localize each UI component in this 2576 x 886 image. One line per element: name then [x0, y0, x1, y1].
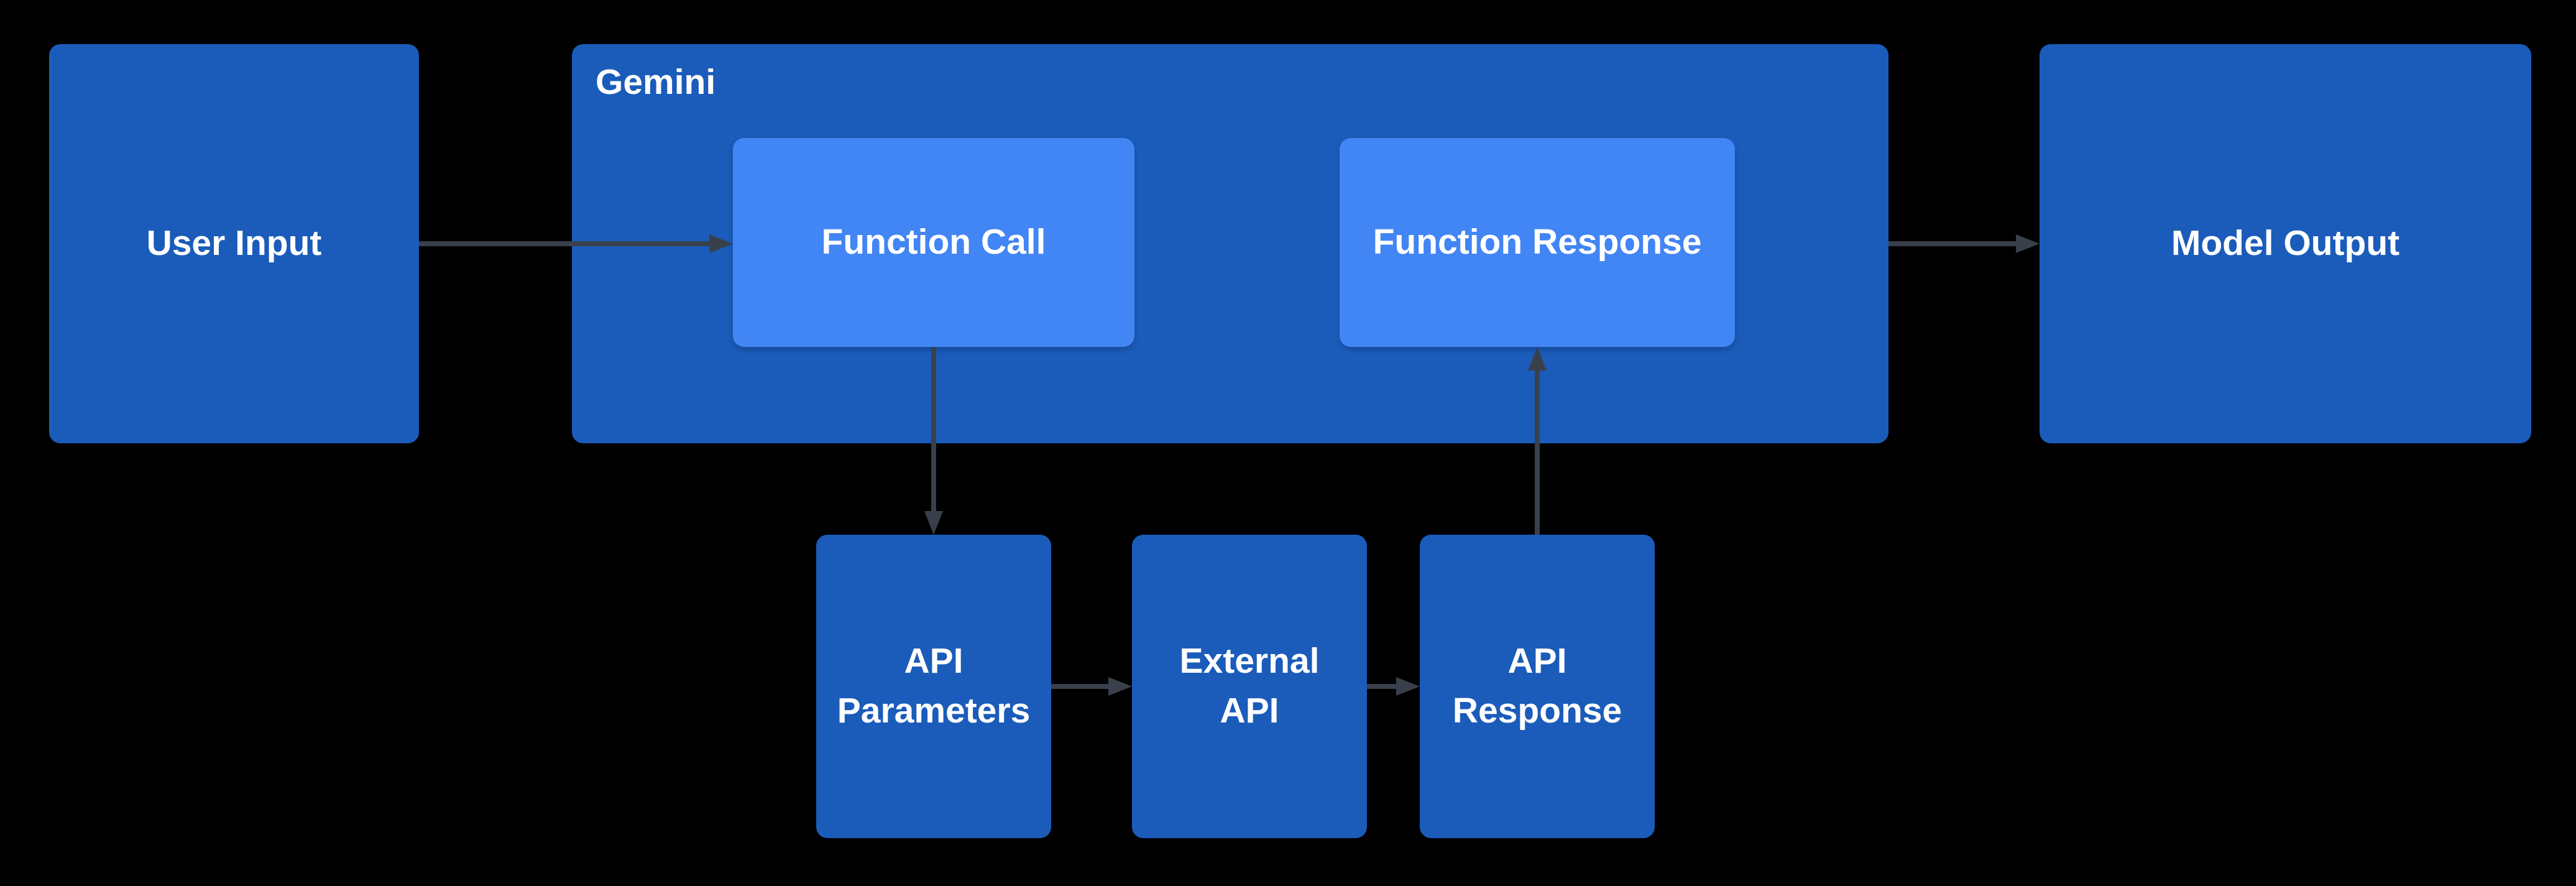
- node-model-output-label: Model Output: [2171, 223, 2400, 264]
- node-function-response-label: Function Response: [1373, 222, 1702, 262]
- node-model-output: Model Output: [2040, 44, 2531, 443]
- node-function-response: Function Response: [1340, 138, 1735, 347]
- node-api-parameters-label: API Parameters: [837, 641, 1031, 731]
- node-function-call: Function Call: [733, 138, 1134, 347]
- node-user-input: User Input: [49, 44, 419, 443]
- node-function-call-label: Function Call: [821, 222, 1046, 262]
- node-external-api: External API: [1132, 535, 1367, 838]
- node-user-input-label: User Input: [146, 223, 322, 264]
- arrow-gemini-to-model-output: [1888, 234, 2040, 253]
- arrow-api-parameters-to-external-api: [1051, 677, 1132, 696]
- node-api-parameters: API Parameters: [816, 535, 1051, 838]
- node-api-response: API Response: [1420, 535, 1655, 838]
- node-external-api-label: External API: [1179, 641, 1320, 731]
- node-api-response-label: API Response: [1452, 641, 1622, 731]
- arrow-external-api-to-api-response: [1367, 677, 1420, 696]
- gemini-container-label: Gemini: [596, 62, 716, 102]
